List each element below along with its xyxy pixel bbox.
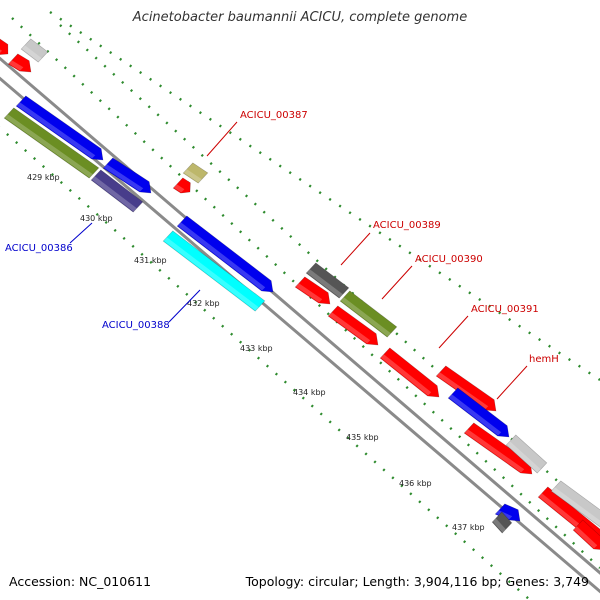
tick-label-6: 435 kbp bbox=[346, 433, 379, 442]
gene-red-b[interactable] bbox=[7, 53, 32, 73]
gene-blue-a[interactable] bbox=[15, 95, 104, 161]
gene-label-acicu-00391[interactable]: ACICU_00391 bbox=[471, 304, 539, 315]
gene-gray-b[interactable] bbox=[491, 511, 513, 534]
tick-label-0: 429 kbp bbox=[27, 173, 60, 182]
gene-blue-c[interactable] bbox=[176, 215, 274, 293]
gene-olive-a[interactable] bbox=[3, 107, 100, 179]
gene-red-a[interactable] bbox=[0, 38, 9, 55]
gene-label-leader-2 bbox=[340, 232, 371, 266]
gene-cyan-a[interactable] bbox=[162, 230, 266, 312]
tick-label-1: 430 kbp bbox=[80, 214, 113, 223]
genome-backbone-0 bbox=[0, 56, 600, 575]
gene-red-e[interactable] bbox=[327, 305, 379, 346]
gene-label-acicu-00388[interactable]: ACICU_00388 bbox=[102, 320, 170, 331]
gene-gray-a[interactable] bbox=[305, 262, 350, 299]
gene-label-acicu-00390[interactable]: ACICU_00390 bbox=[415, 254, 483, 265]
gene-label-leader-5 bbox=[438, 315, 469, 349]
gene-label-leader-3 bbox=[381, 265, 413, 300]
gene-red-c[interactable] bbox=[172, 177, 191, 194]
gene-red-j[interactable] bbox=[572, 519, 600, 550]
gene-label-leader-1 bbox=[69, 222, 93, 244]
gene-lightgray-b[interactable] bbox=[505, 434, 548, 474]
tick-label-2: 431 kbp bbox=[134, 256, 167, 265]
genome-title: Acinetobacter baumannii ACICU, complete … bbox=[132, 10, 468, 25]
gene-khaki-a[interactable] bbox=[182, 162, 209, 184]
tick-label-4: 433 kbp bbox=[240, 344, 273, 353]
gene-olive-b[interactable] bbox=[339, 290, 398, 338]
gene-label-leader-4 bbox=[168, 289, 201, 323]
tick-label-3: 432 kbp bbox=[187, 299, 220, 308]
tick-label-5: 434 kbp bbox=[293, 388, 326, 397]
genome-summary-text: Topology: circular; Length: 3,904,116 bp… bbox=[245, 574, 589, 589]
gene-red-f[interactable] bbox=[379, 347, 440, 398]
accession-text: Accession: NC_010611 bbox=[9, 574, 152, 589]
gene-red-h[interactable] bbox=[463, 422, 533, 475]
gene-label-acicu-00389[interactable]: ACICU_00389 bbox=[373, 220, 441, 231]
gene-lightgray-c[interactable] bbox=[550, 480, 600, 528]
gene-label-leader-0 bbox=[206, 121, 238, 157]
gene-blue-d[interactable] bbox=[447, 387, 510, 438]
gene-blue-b[interactable] bbox=[102, 157, 152, 194]
gene-slate-a[interactable] bbox=[90, 169, 144, 213]
gene-lightgray-a[interactable] bbox=[20, 38, 49, 63]
gene-label-acicu-00386[interactable]: ACICU_00386 bbox=[5, 243, 73, 254]
guide-line-1 bbox=[0, 126, 531, 600]
gene-label-hemh[interactable]: hemH bbox=[529, 354, 559, 365]
gene-red-d[interactable] bbox=[294, 276, 331, 305]
gene-label-leader-6 bbox=[496, 365, 528, 400]
tick-label-7: 436 kbp bbox=[399, 479, 432, 488]
gene-label-acicu-00387[interactable]: ACICU_00387 bbox=[240, 110, 308, 121]
tick-label-8: 437 kbp bbox=[452, 523, 485, 532]
